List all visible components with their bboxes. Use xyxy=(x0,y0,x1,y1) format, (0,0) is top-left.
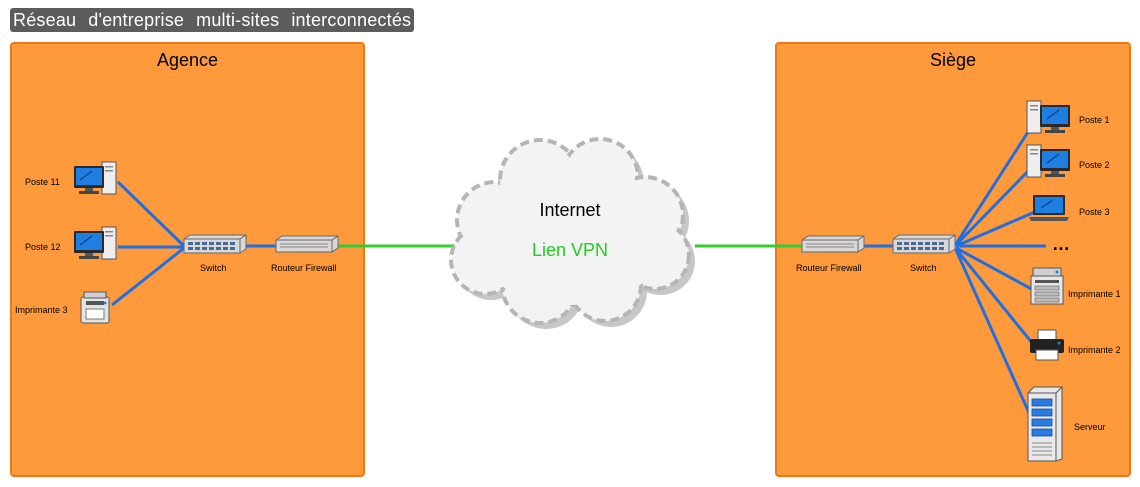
copier-printer-icon xyxy=(1027,266,1067,308)
poste2-label: Poste 2 xyxy=(1079,160,1110,170)
link-imprimante3-switch xyxy=(112,248,184,305)
imprimante3-label: Imprimante 3 xyxy=(15,305,68,315)
router-firewall-icon xyxy=(800,234,866,254)
agence-switch-label: Switch xyxy=(200,263,227,273)
link-switch-serveur xyxy=(956,250,1034,424)
printer-icon xyxy=(1028,328,1066,364)
laptop-icon xyxy=(1027,193,1071,223)
poste11-label: Poste 11 xyxy=(25,177,60,187)
serveur-label: Serveur xyxy=(1074,422,1106,432)
desktop-computer-icon xyxy=(72,225,120,263)
internet-label: Internet xyxy=(520,200,620,221)
switch-icon xyxy=(182,233,248,255)
siege-switch-label: Switch xyxy=(910,263,937,273)
desktop-computer-icon xyxy=(1025,99,1073,137)
link-switch-poste3 xyxy=(956,211,1037,246)
poste3-label: Poste 3 xyxy=(1079,207,1110,217)
vpn-label: Lien VPN xyxy=(510,240,630,261)
link-switch-imprimante1 xyxy=(956,248,1037,292)
more-devices-ellipsis: … xyxy=(1052,234,1070,255)
desktop-computer-icon xyxy=(1025,143,1073,181)
imprimante1-label: Imprimante 1 xyxy=(1068,289,1121,299)
router-firewall-icon xyxy=(274,234,340,254)
internet-cloud xyxy=(440,135,705,335)
desktop-computer-icon xyxy=(72,160,120,198)
multifunction-printer-icon xyxy=(78,289,112,325)
link-switch-imprimante2 xyxy=(956,249,1037,349)
agence-routeur-label: Routeur Firewall xyxy=(271,263,337,273)
siege-routeur-label: Routeur Firewall xyxy=(796,263,862,273)
server-icon xyxy=(1024,385,1066,463)
imprimante2-label: Imprimante 2 xyxy=(1068,345,1121,355)
switch-icon xyxy=(891,233,957,255)
link-poste11-switch xyxy=(118,182,184,246)
poste12-label: Poste 12 xyxy=(25,242,61,252)
poste1-label: Poste 1 xyxy=(1079,115,1110,125)
